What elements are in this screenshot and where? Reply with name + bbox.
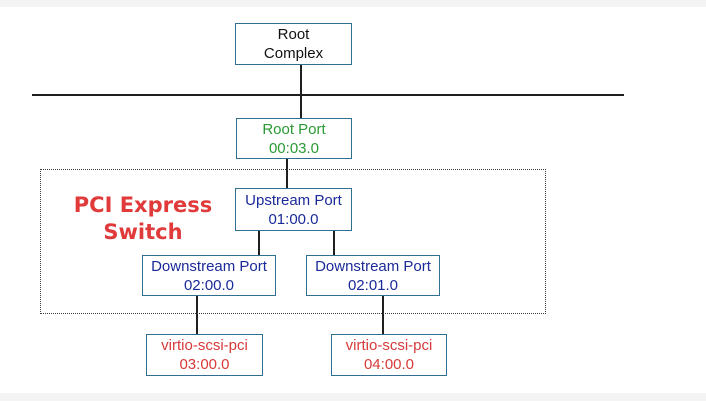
upstream-port-label: Upstream Port xyxy=(245,191,342,209)
pcie-switch-title: PCI Express Switch xyxy=(64,192,222,246)
device-label: virtio-scsi-pci xyxy=(345,337,433,354)
root-port-address: 00:03.0 xyxy=(268,139,320,157)
root-complex-label-line1: Root xyxy=(277,26,310,43)
device-label: virtio-scsi-pci xyxy=(161,337,248,354)
downstream-0-to-device-0-connector xyxy=(196,295,198,335)
switch-title-line1: PCI Express xyxy=(73,193,213,217)
upstream-port-address: 01:00.0 xyxy=(268,210,319,228)
root-port-label: Root Port xyxy=(262,120,326,138)
root-port-to-upstream-connector xyxy=(286,158,288,189)
device-address: 04:00.0 xyxy=(363,356,415,373)
upstream-to-downstream-1-connector xyxy=(333,230,335,256)
pcie-switch-boundary xyxy=(40,169,546,314)
system-bus-line xyxy=(32,94,624,96)
downstream-port-node: Downstream Port 02:01.0 xyxy=(306,255,440,296)
downstream-port-label: Downstream Port xyxy=(151,257,267,275)
diagram-stage xyxy=(0,7,706,393)
switch-title-line2: Switch xyxy=(103,220,183,244)
upstream-port-node: Upstream Port 01:00.0 xyxy=(235,188,352,231)
bus-to-root-port-connector xyxy=(300,95,302,119)
downstream-port-address: 02:01.0 xyxy=(347,276,399,294)
downstream-1-to-device-1-connector xyxy=(382,295,384,335)
root-port-node: Root Port 00:03.0 xyxy=(236,118,352,159)
downstream-port-label: Downstream Port xyxy=(315,257,431,275)
virtio-scsi-device-node: virtio-scsi-pci 03:00.0 xyxy=(146,334,263,376)
complex-to-bus-connector xyxy=(300,64,302,95)
device-address: 03:00.0 xyxy=(179,356,230,373)
downstream-port-address: 02:00.0 xyxy=(183,276,235,294)
root-complex-node: Root Complex xyxy=(235,23,352,65)
virtio-scsi-device-node: virtio-scsi-pci 04:00.0 xyxy=(331,334,447,376)
root-complex-label-line2: Complex xyxy=(263,45,324,62)
downstream-port-node: Downstream Port 02:00.0 xyxy=(142,255,276,296)
upstream-to-downstream-0-connector xyxy=(258,230,260,256)
